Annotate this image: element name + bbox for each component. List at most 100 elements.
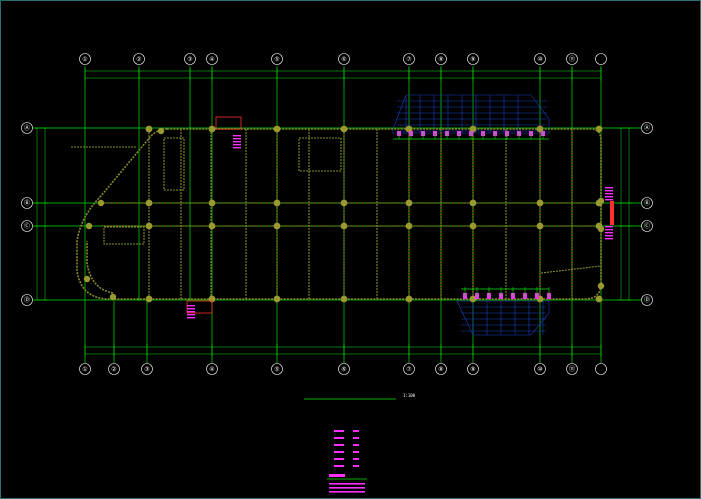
- axis-bubble-bottom-3-label: ④: [209, 366, 214, 373]
- axis-bubble-left-3-label: Ⓓ: [24, 296, 30, 304]
- axis-bubble-top-8: [467, 53, 479, 65]
- scale-label: 1:100: [403, 393, 416, 398]
- axis-bubble-right-0: [641, 122, 653, 134]
- axis-bubble-top-2: [184, 53, 196, 65]
- axis-bubble-bottom-10: [566, 363, 578, 375]
- axis-bubble-top-9-label: ⑩: [537, 56, 542, 63]
- axis-bubble-bottom-2-label: ③: [144, 366, 149, 373]
- axis-bubble-right-2: [641, 220, 653, 232]
- axis-bubble-bottom-7-label: ⑧: [438, 366, 443, 373]
- legend-key-4: [334, 458, 344, 460]
- column-1-6: [536, 199, 544, 207]
- column-0-6: [536, 125, 544, 133]
- column-0-2: [273, 125, 281, 133]
- axis-bubble-top-10: [566, 53, 578, 65]
- legend-note-line-1: [329, 487, 365, 489]
- room-box-2: [163, 137, 185, 191]
- column-2-3: [340, 222, 348, 230]
- axis-bubble-bottom-5: [338, 363, 350, 375]
- column-0-5: [469, 125, 477, 133]
- column-2-4: [405, 222, 413, 230]
- axis-bubble-bottom-1: [108, 363, 120, 375]
- axis-bubble-bottom-9-label: ⑩: [537, 366, 542, 373]
- legend-value-3: [353, 451, 359, 453]
- diag-beam: [540, 265, 602, 274]
- axis-bubble-top-0: [79, 53, 91, 65]
- axis-bubble-top-4: [271, 53, 283, 65]
- axis-bubble-left-3: [21, 294, 33, 306]
- column-extra-3: [109, 293, 117, 301]
- magenta-tag-3: [605, 232, 613, 234]
- axis-bubble-top-6-label: ⑦: [406, 56, 411, 63]
- magenta-tag-3: [605, 238, 613, 240]
- legend: [327, 430, 367, 493]
- red-marker-right: [610, 201, 614, 225]
- legend-note-line-0: [329, 483, 365, 485]
- axis-bubble-right-2-label: Ⓒ: [644, 222, 650, 230]
- axis-bubble-top-5: [338, 53, 350, 65]
- axis-bubble-left-0-label: Ⓐ: [24, 124, 30, 132]
- building-outline: [76, 128, 602, 300]
- legend-note-line-2: [329, 491, 365, 493]
- column-extra-1: [85, 222, 93, 230]
- columns: [83, 125, 605, 303]
- axis-bubble-bottom-10-label: ⑪: [569, 365, 575, 373]
- column-extra-4: [157, 127, 165, 135]
- column-3-2: [273, 295, 281, 303]
- axis-bubble-left-1: [21, 197, 33, 209]
- annotation-marks: [186, 116, 614, 319]
- axis-bubble-top-7: [435, 53, 447, 65]
- axis-bubble-left-0: [21, 122, 33, 134]
- column-1-4: [405, 199, 413, 207]
- axis-bubble-top-10-label: ⑪: [569, 55, 575, 63]
- column-1-1: [208, 199, 216, 207]
- axis-bubble-left-1-label: Ⓑ: [24, 199, 30, 207]
- magenta-tag-1: [187, 317, 195, 319]
- column-extra-5: [597, 197, 605, 205]
- axis-bubble-top-4-label: ⑤: [274, 56, 279, 63]
- legend-value-2: [353, 444, 359, 446]
- magenta-tag-2: [605, 199, 613, 201]
- axis-bubble-bottom-0-label: ①: [82, 366, 87, 373]
- axis-bubble-bottom-7: [435, 363, 447, 375]
- axis-bubble-right-3: [641, 294, 653, 306]
- axis-bubble-top-0-label: ①: [82, 56, 87, 63]
- magenta-tag-3: [605, 226, 613, 228]
- axis-bubble-bottom-11: [595, 363, 607, 375]
- axis-bubble-bottom-4: [271, 363, 283, 375]
- column-2-0: [145, 222, 153, 230]
- axis-bubble-top-1-label: ②: [136, 56, 141, 63]
- legend-value-5: [353, 465, 359, 467]
- legend-note-title: [329, 474, 345, 477]
- column-3-4: [405, 295, 413, 303]
- column-3-0: [145, 295, 153, 303]
- axis-bubble-bottom-4-label: ⑤: [274, 366, 279, 373]
- column-2-2: [273, 222, 281, 230]
- curved-inner-wall: [86, 241, 114, 294]
- axis-bubble-bottom-2: [141, 363, 153, 375]
- column-2-5: [469, 222, 477, 230]
- column-0-1: [208, 125, 216, 133]
- title-block: 1:100: [304, 393, 416, 400]
- magenta-tag-1: [187, 308, 195, 310]
- room-box-3: [103, 226, 145, 245]
- axis-bubble-top-6: [403, 53, 415, 65]
- column-3-3: [340, 295, 348, 303]
- axis-bubble-left-2-label: Ⓒ: [24, 222, 30, 230]
- magenta-tag-2: [605, 196, 613, 198]
- axis-grid: [33, 66, 641, 363]
- canopy-bottom-outline: [456, 300, 550, 336]
- column-1-2: [273, 199, 281, 207]
- legend-key-2: [334, 444, 344, 446]
- legend-key-3: [334, 451, 344, 453]
- column-0-0: [145, 125, 153, 133]
- axis-bubble-right-1-label: Ⓑ: [644, 199, 650, 207]
- column-1-0: [145, 199, 153, 207]
- column-0-7: [595, 125, 603, 133]
- red-callout-top: [215, 116, 242, 130]
- column-0-3: [340, 125, 348, 133]
- column-3-7: [595, 295, 603, 303]
- legend-key-5: [334, 465, 344, 467]
